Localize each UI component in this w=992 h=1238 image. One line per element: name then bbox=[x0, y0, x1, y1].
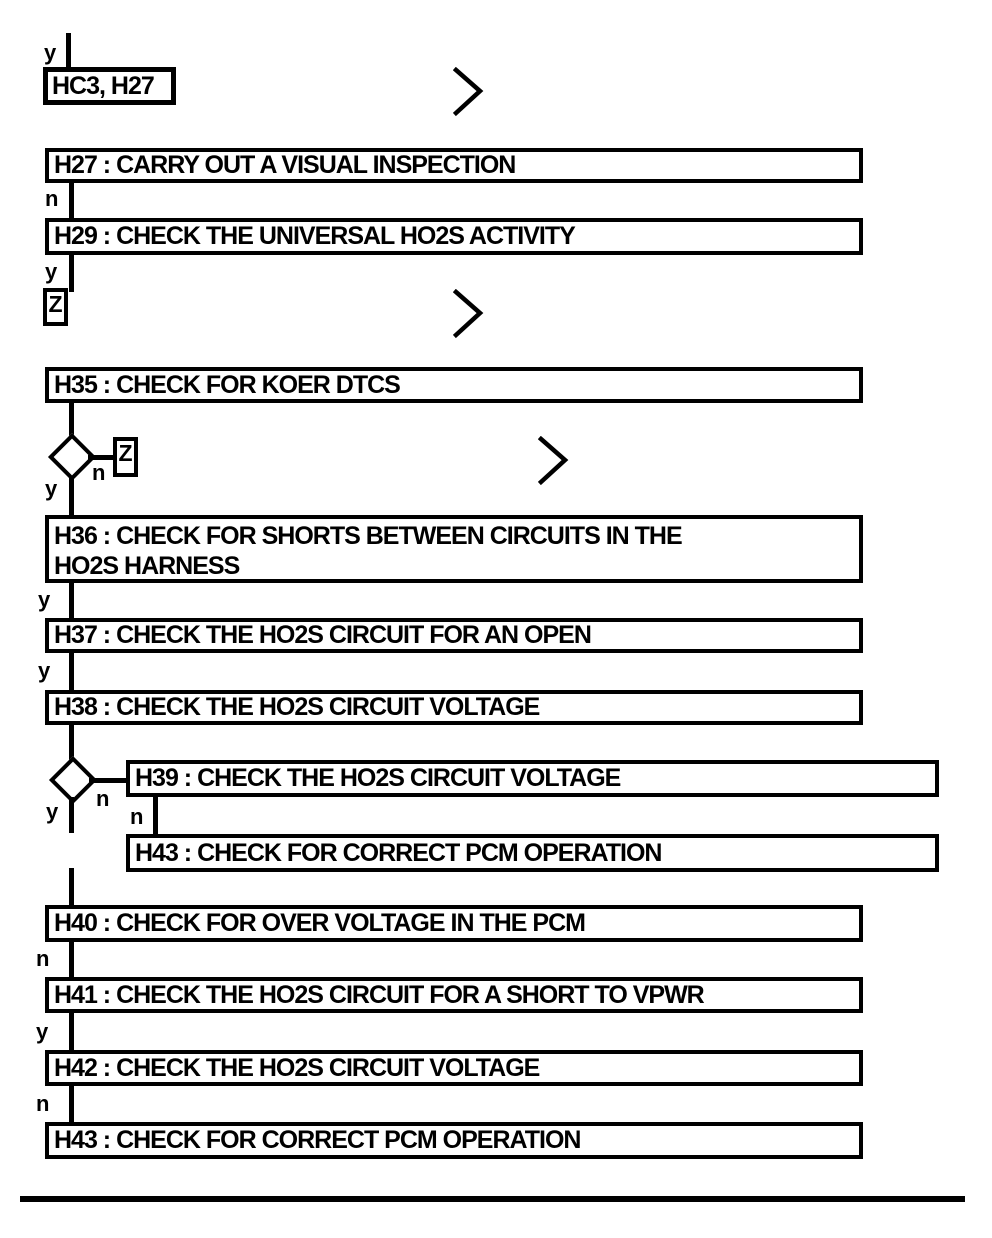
entry-connector-label: HC3, H27 bbox=[52, 71, 155, 100]
branch-label-yes: y bbox=[44, 40, 57, 65]
connector-line bbox=[89, 778, 126, 783]
offpage-connector-box: Z bbox=[43, 288, 68, 326]
connector-line bbox=[69, 942, 74, 977]
step-box-h35: H35 : CHECK FOR KOER DTCS bbox=[45, 367, 863, 403]
branch-label-yes: y bbox=[38, 587, 51, 612]
branch-label-yes: y bbox=[38, 658, 51, 683]
step-box-h43-upper: H43 : CHECK FOR CORRECT PCM OPERATION bbox=[126, 834, 939, 872]
continuation-chevron-icon bbox=[452, 288, 485, 344]
step-box-h43-lower: H43 : CHECK FOR CORRECT PCM OPERATION bbox=[45, 1122, 863, 1159]
connector-line bbox=[69, 183, 74, 218]
step-box-h40: H40 : CHECK FOR OVER VOLTAGE IN THE PCM bbox=[45, 905, 863, 942]
connector-line bbox=[69, 725, 74, 763]
step-title: H37 : CHECK THE HO2S CIRCUIT FOR AN OPEN bbox=[54, 621, 592, 649]
step-title: H41 : CHECK THE HO2S CIRCUIT FOR A SHORT… bbox=[54, 980, 705, 1009]
step-title: H40 : CHECK FOR OVER VOLTAGE IN THE PCM bbox=[54, 909, 586, 937]
offpage-connector-label: Z bbox=[48, 291, 63, 317]
connector-line bbox=[66, 33, 71, 67]
step-box-h39: H39 : CHECK THE HO2S CIRCUIT VOLTAGE bbox=[126, 760, 939, 797]
step-box-h42: H42 : CHECK THE HO2S CIRCUIT VOLTAGE bbox=[45, 1050, 863, 1086]
step-box-h29: H29 : CHECK THE UNIVERSAL HO2S ACTIVITY bbox=[45, 218, 863, 255]
branch-label-yes: y bbox=[36, 1019, 49, 1044]
branch-label-yes: y bbox=[45, 476, 58, 501]
step-title: H42 : CHECK THE HO2S CIRCUIT VOLTAGE bbox=[54, 1053, 540, 1082]
connector-line bbox=[69, 653, 74, 690]
step-title: H39 : CHECK THE HO2S CIRCUIT VOLTAGE bbox=[135, 764, 621, 792]
step-box-h36: H36 : CHECK FOR SHORTS BETWEEN CIRCUITS … bbox=[45, 515, 863, 583]
step-title-line1: H36 : CHECK FOR SHORTS BETWEEN CIRCUITS … bbox=[54, 522, 683, 550]
connector-line bbox=[69, 403, 74, 442]
continuation-chevron-icon bbox=[537, 435, 570, 491]
step-box-h27: H27 : CARRY OUT A VISUAL INSPECTION bbox=[45, 148, 863, 183]
branch-label-no: n bbox=[92, 460, 106, 485]
step-box-h41: H41 : CHECK THE HO2S CIRCUIT FOR A SHORT… bbox=[45, 977, 863, 1013]
offpage-connector-label: Z bbox=[118, 440, 133, 466]
page-separator-rule bbox=[20, 1196, 965, 1202]
continuation-chevron-icon bbox=[452, 66, 485, 122]
connector-line bbox=[69, 797, 74, 833]
step-title: H27 : CARRY OUT A VISUAL INSPECTION bbox=[54, 151, 516, 179]
step-title-line2: HO2S HARNESS bbox=[54, 552, 240, 580]
step-title: H35 : CHECK FOR KOER DTCS bbox=[54, 370, 401, 399]
connector-line bbox=[69, 868, 74, 905]
branch-label-no: n bbox=[45, 186, 59, 211]
entry-connector-box: HC3, H27 bbox=[43, 67, 176, 105]
branch-label-no: n bbox=[36, 946, 50, 971]
step-title: H43 : CHECK FOR CORRECT PCM OPERATION bbox=[135, 838, 662, 867]
branch-label-yes: y bbox=[46, 799, 59, 824]
step-title: H43 : CHECK FOR CORRECT PCM OPERATION bbox=[54, 1126, 581, 1154]
branch-label-no: n bbox=[96, 786, 110, 811]
connector-line bbox=[69, 255, 74, 292]
offpage-connector-box: Z bbox=[113, 437, 138, 477]
connector-line bbox=[69, 1013, 74, 1050]
branch-label-yes: y bbox=[45, 259, 58, 284]
connector-line bbox=[153, 797, 158, 834]
connector-line bbox=[69, 583, 74, 618]
connector-line bbox=[88, 455, 115, 460]
step-title: H38 : CHECK THE HO2S CIRCUIT VOLTAGE bbox=[54, 693, 540, 721]
branch-label-no: n bbox=[36, 1091, 50, 1116]
step-title: H29 : CHECK THE UNIVERSAL HO2S ACTIVITY bbox=[54, 222, 576, 250]
branch-label-no: n bbox=[130, 804, 144, 829]
step-box-h38: H38 : CHECK THE HO2S CIRCUIT VOLTAGE bbox=[45, 690, 863, 725]
connector-line bbox=[69, 476, 74, 515]
connector-line bbox=[69, 1086, 74, 1122]
step-box-h37: H37 : CHECK THE HO2S CIRCUIT FOR AN OPEN bbox=[45, 618, 863, 653]
